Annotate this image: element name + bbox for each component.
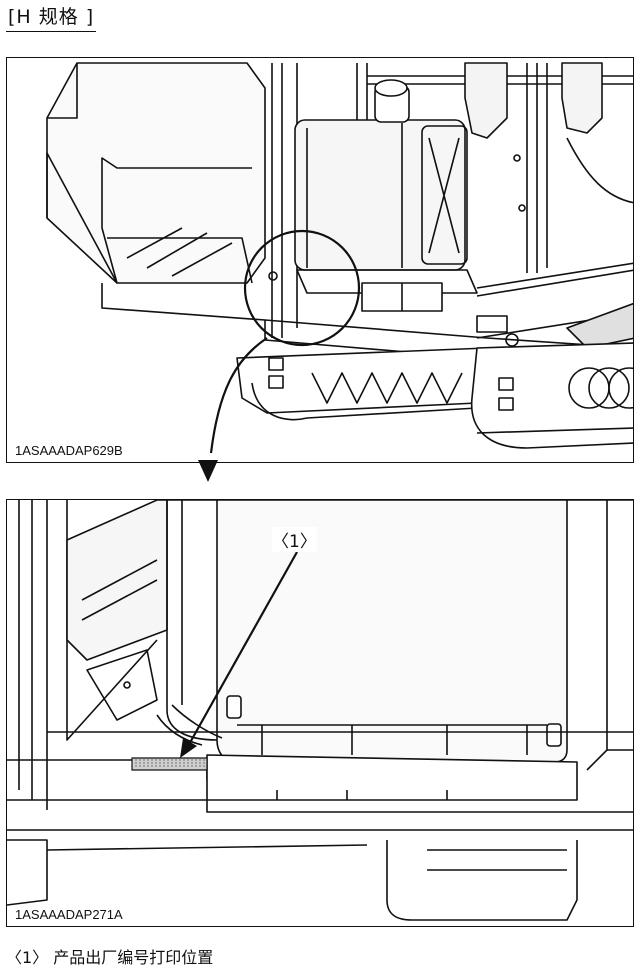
detail-figure: 1ASAAADAP271A [6,499,634,927]
overview-figure: 1ASAAADAP629B [6,57,634,463]
overview-drawing [46,62,633,454]
figure-caption: 〈1〉 产品出厂编号打印位置 [6,948,214,967]
figure-code-1: 1ASAAADAP629B [13,443,125,458]
figure-code-2: 1ASAAADAP271A [13,907,125,922]
callout-label-1: 〈1〉 [272,527,317,552]
detail-highlight-circle [243,229,361,347]
section-title: [H 规格 ] [6,6,97,32]
down-arrow-icon [198,460,218,482]
detail-drawing [7,500,633,921]
